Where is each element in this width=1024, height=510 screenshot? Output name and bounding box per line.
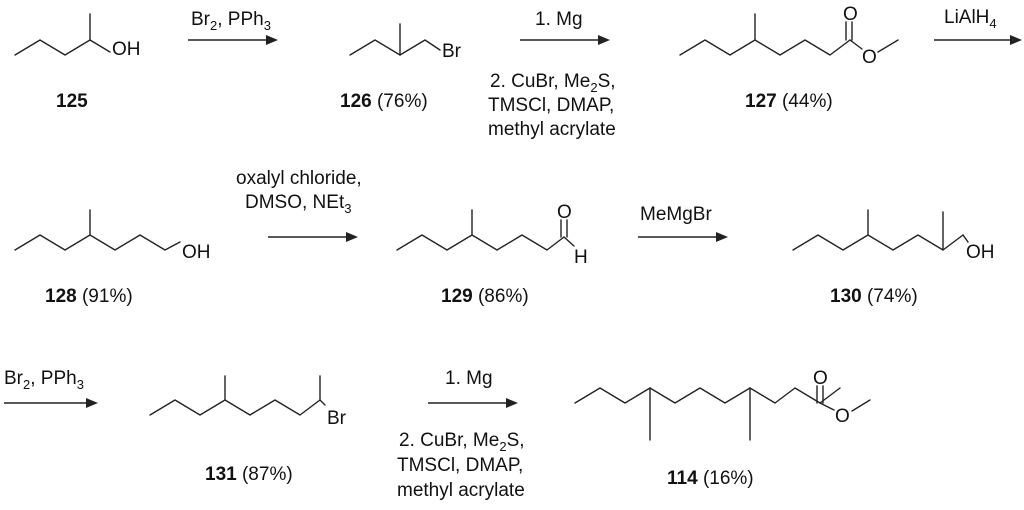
compound-number: 125 [56,91,88,112]
compound-label-126: 126 (76%) [340,91,428,112]
compound-label-131: 131 (87%) [205,464,293,485]
reagent-br2-pph3: Br2, PPh3 [191,9,271,33]
compound-126: Br 126 (76%) [340,23,462,112]
atom-o-carbonyl: O [843,4,858,25]
atom-br: Br [327,408,347,429]
atom-o: O [557,202,572,223]
compound-label-129: 129 (86%) [441,286,529,307]
atom-o-carbonyl: O [813,368,828,389]
compound-114: O O 114 (16%) [574,368,871,489]
reagent-mg: 1. Mg [445,368,493,389]
compound-125: OH 125 [14,13,141,112]
atom-oh: OH [182,242,211,263]
reagent-mg: 1. Mg [535,9,583,30]
reagent-memgbr: MeMgBr [640,204,712,225]
compound-label-130: 130 (74%) [830,286,918,307]
reaction-arrow-2: 1. Mg 2. CuBr, Me2S, TMSCl, DMAP, methyl… [488,9,616,140]
compound-131: Br 131 (87%) [149,375,347,485]
reagent-methyl-acrylate: methyl acrylate [397,480,525,501]
compound-128: OH 128 (91%) [14,209,211,307]
reagent-cubr-me2s: 2. CuBr, Me2S, [490,71,616,95]
reagent-lialh4: LiAlH4 [944,7,997,31]
reagent-tmscl-dmap: TMSCl, DMAP, [397,455,523,476]
atom-oh: OH [112,39,141,60]
reaction-arrow-7: 1. Mg 2. CuBr, Me2S, TMSCl, DMAP, methyl… [397,368,525,501]
compound-label-128: 128 (91%) [45,286,133,307]
atom-h: H [574,247,588,268]
compound-130: OH 130 (74%) [792,209,995,307]
reagent-methyl-acrylate: methyl acrylate [488,119,616,140]
compound-label-127: 127 (44%) [745,91,833,112]
reagent-cubr-me2s: 2. CuBr, Me2S, [399,430,525,454]
atom-br: Br [442,41,462,62]
compound-129: O H 129 (86%) [396,202,588,307]
reagent-br2-pph3: Br2, PPh3 [4,368,84,392]
reaction-arrow-3: LiAlH4 [934,7,1022,45]
atom-o-ester: O [862,47,877,68]
atom-o-ester: O [835,406,850,427]
reagent-tmscl-dmap: TMSCl, DMAP, [488,95,614,116]
reaction-arrow-1: Br2, PPh3 [188,9,278,45]
reaction-arrow-4: oxalyl chloride, DMSO, NEt3 [236,168,362,242]
reaction-arrow-6: Br2, PPh3 [4,368,98,408]
reagent-dmso-net3: DMSO, NEt3 [245,192,351,216]
compound-127: O O 127 (44%) [679,4,899,112]
reagent-oxalyl-chloride: oxalyl chloride, [236,168,362,189]
reaction-arrow-5: MeMgBr [638,204,728,242]
atom-oh: OH [966,242,995,263]
compound-label-114: 114 (16%) [667,468,754,489]
